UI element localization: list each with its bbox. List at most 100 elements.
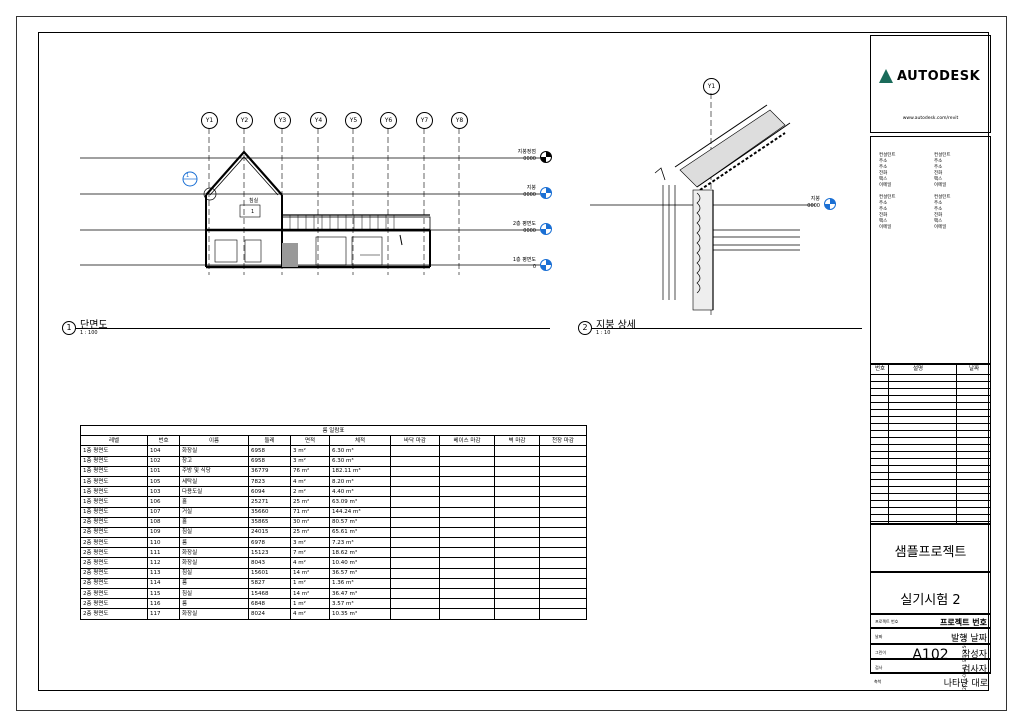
schedule-cell: 1층 평면도 xyxy=(80,445,148,457)
grid-bubble[interactable]: Y1 xyxy=(703,78,720,95)
schedule-cell xyxy=(439,587,495,600)
grid-bubble[interactable]: Y7 xyxy=(416,112,433,129)
schedule-cell: 홀 xyxy=(179,516,249,528)
view-scale: 1 : 100 xyxy=(80,330,98,336)
revision-row xyxy=(871,466,990,473)
checked-by-label: 검사 xyxy=(875,665,883,670)
schedule-cell xyxy=(494,608,540,620)
sheet-name-box: 실기시험 2 xyxy=(870,572,991,614)
schedule-cell: 6.30 m³ xyxy=(329,455,391,467)
grid-bubble[interactable]: Y8 xyxy=(451,112,468,129)
level-label[interactable]: 1층 평면도 0 xyxy=(496,254,556,274)
schedule-cell xyxy=(539,526,587,539)
consultant-line: 주소 xyxy=(879,207,888,212)
level-name: 2층 평면도 xyxy=(512,221,536,227)
checked-by-row: 검사 검사자 xyxy=(870,659,991,675)
grid-bubble[interactable]: Y6 xyxy=(380,112,397,129)
schedule-cell xyxy=(439,547,495,559)
grid-bubble[interactable]: Y3 xyxy=(274,112,291,129)
schedule-cell: 10.40 m³ xyxy=(329,557,391,569)
schedule-cell: 25271 xyxy=(248,496,291,508)
level-label[interactable]: 지붕정점 0000 xyxy=(496,146,556,166)
schedule-cell xyxy=(494,577,540,590)
section-marker[interactable] xyxy=(182,171,217,201)
schedule-cell: 화장실 xyxy=(179,557,249,569)
grid-bubble[interactable]: Y1 xyxy=(201,112,218,129)
level-elevation: 0000 xyxy=(523,228,536,234)
schedule-cell: 115 xyxy=(147,587,180,600)
drawn-by-value: 작성자 xyxy=(962,650,987,660)
schedule-cell xyxy=(494,587,540,600)
schedule-cell xyxy=(439,577,495,590)
schedule-cell: 2층 평면도 xyxy=(80,526,148,539)
schedule-cell: 4.40 m³ xyxy=(329,486,391,498)
schedule-cell: 110 xyxy=(147,537,180,549)
schedule-cell: 1층 평면도 xyxy=(80,496,148,508)
level-label[interactable]: 지붕 0000 xyxy=(780,193,840,213)
schedule-cell: 4 m² xyxy=(290,475,330,488)
schedule-cell xyxy=(390,496,440,508)
schedule-cell: 화장실 xyxy=(179,608,249,620)
schedule-cell xyxy=(494,496,540,508)
grid-bubble[interactable]: Y5 xyxy=(345,112,362,129)
view-title-section[interactable]: 1 단면도 1 : 100 xyxy=(62,316,550,342)
schedule-cell: 114 xyxy=(147,577,180,590)
schedule-cell xyxy=(539,577,587,590)
schedule-cell xyxy=(494,567,540,579)
schedule-cell xyxy=(439,496,495,508)
level-label[interactable]: 2층 평면도 0000 xyxy=(496,218,556,238)
schedule-cell: 다용도실 xyxy=(179,486,249,498)
schedule-cell xyxy=(539,608,587,620)
schedule-cell: 3 m² xyxy=(290,537,330,549)
section-view[interactable] xyxy=(40,95,570,285)
schedule-cell: 룸 xyxy=(179,537,249,549)
schedule-cell xyxy=(539,465,587,477)
grid-bubble[interactable]: Y2 xyxy=(236,112,253,129)
grid-bubble[interactable]: Y4 xyxy=(310,112,327,129)
schedule-cell xyxy=(390,486,440,498)
section-tag[interactable]: 1 xyxy=(186,173,190,179)
schedule-cell: 15601 xyxy=(248,567,291,579)
schedule-cell xyxy=(439,506,495,518)
room-tag[interactable]: 1 xyxy=(251,209,255,215)
schedule-cell: 룸 xyxy=(179,577,249,590)
grid-bubbles: Y1 Y2 Y3 Y4 Y5 Y6 Y7 Y8 xyxy=(40,95,570,135)
level-name: 지붕 xyxy=(810,196,820,202)
date-value: 발행 날짜 xyxy=(951,634,987,644)
roof-detail-view[interactable] xyxy=(585,75,855,315)
grid-lines xyxy=(208,128,460,275)
view-title-roof-detail[interactable]: 2 지붕 상세 1 : 10 xyxy=(578,316,862,342)
schedule-cell: 103 xyxy=(147,486,180,498)
schedule-cell: 14 m² xyxy=(290,587,330,600)
schedule-cell: 15123 xyxy=(248,547,291,559)
schedule-cell: 침실 xyxy=(179,587,249,600)
revision-row xyxy=(871,508,990,515)
level-label[interactable]: 지붕 0000 xyxy=(496,182,556,202)
schedule-cell: 76 m² xyxy=(290,465,330,477)
project-number-value: 프로젝트 번호 xyxy=(940,618,987,627)
room-tag[interactable]: 침실 xyxy=(249,198,259,204)
schedule-cell: 6958 xyxy=(248,445,291,457)
schedule-cell xyxy=(439,475,495,488)
schedule-cell: 세탁실 xyxy=(179,475,249,488)
autodesk-logo-icon xyxy=(879,69,893,83)
